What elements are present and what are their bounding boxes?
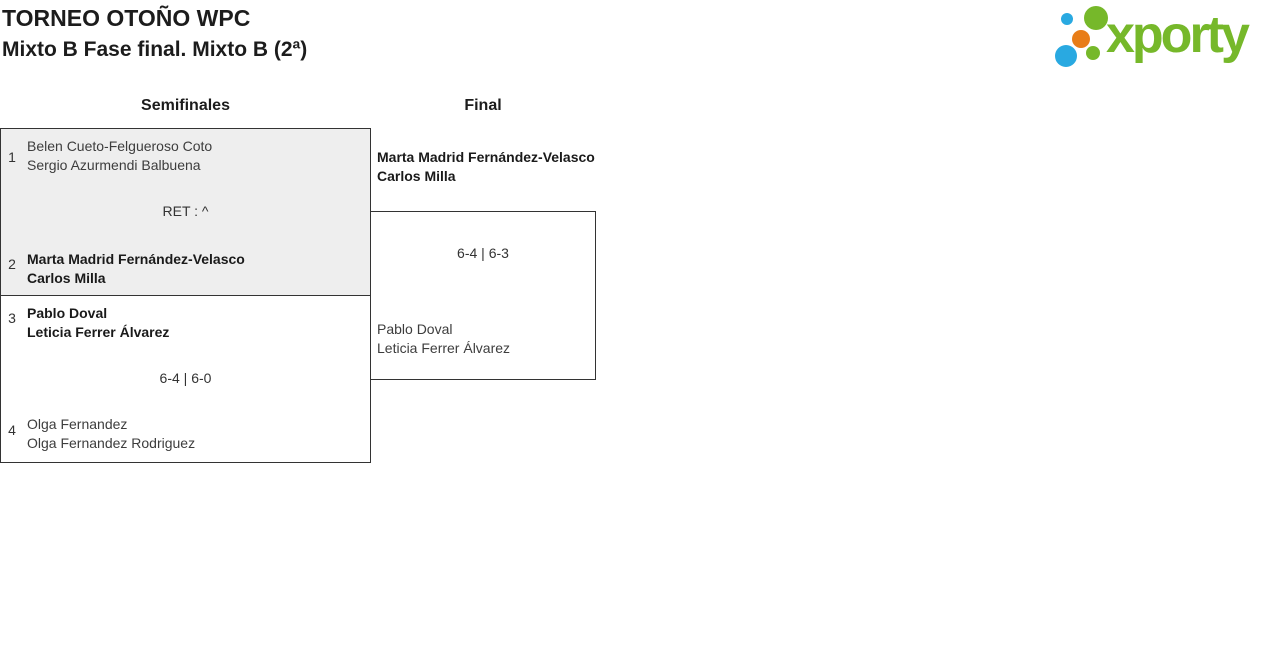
player-name: Leticia Ferrer Álvarez <box>27 324 170 340</box>
round-header-final: Final <box>464 97 502 114</box>
seed-number: 4 <box>8 422 16 438</box>
seed-number: 1 <box>8 149 16 165</box>
match-box-semifinal-1 <box>0 128 371 296</box>
seed-number: 2 <box>8 256 16 272</box>
team-sf2-bottom: Olga Fernandez Olga Fernandez Rodriguez <box>27 415 195 453</box>
page-subtitle: Mixto B Fase final. Mixto B (2ª) <box>2 38 308 61</box>
team-sf1-top: Belen Cueto-Felgueroso Coto Sergio Azurm… <box>27 137 212 175</box>
team-sf1-bottom-winner: Marta Madrid Fernández-Velasco Carlos Mi… <box>27 250 245 288</box>
match-score-semifinal-2: 6-4 | 6-0 <box>159 370 212 386</box>
match-score-semifinal-1: RET : ^ <box>162 203 209 219</box>
logo-dot-green-small-icon <box>1086 46 1100 60</box>
player-name: Marta Madrid Fernández-Velasco <box>377 149 595 165</box>
player-name: Leticia Ferrer Álvarez <box>377 340 511 356</box>
logo-wordmark: xporty <box>1106 6 1250 64</box>
match-box-semifinal-2 <box>0 295 371 463</box>
team-sf2-top-winner: Pablo Doval Leticia Ferrer Álvarez <box>27 304 169 342</box>
player-name: Olga Fernandez <box>27 416 128 432</box>
logo-dot-blue-large-icon <box>1055 45 1077 67</box>
round-header-semifinales: Semifinales <box>141 97 230 114</box>
page-title: TORNEO OTOÑO WPC <box>2 5 251 31</box>
player-name: Pablo Doval <box>27 305 108 321</box>
match-box-final <box>370 211 596 380</box>
player-name: Pablo Doval <box>377 321 453 337</box>
player-name: Belen Cueto-Felgueroso Coto <box>27 138 213 154</box>
player-name: Olga Fernandez Rodriguez <box>27 435 196 451</box>
logo-dot-blue-small-icon <box>1061 13 1073 25</box>
player-name: Carlos Milla <box>27 270 106 286</box>
match-score-final: 6-4 | 6-3 <box>457 245 509 261</box>
team-final-top-winner: Marta Madrid Fernández-Velasco Carlos Mi… <box>377 148 597 186</box>
logo-dot-orange-icon <box>1072 30 1090 48</box>
player-name: Marta Madrid Fernández-Velasco <box>27 251 245 267</box>
team-final-bottom: Pablo Doval Leticia Ferrer Álvarez <box>377 320 510 358</box>
player-name: Carlos Milla <box>377 168 456 184</box>
player-name: Sergio Azurmendi Balbuena <box>27 157 201 173</box>
seed-number: 3 <box>8 310 16 326</box>
logo-dot-green-large-icon <box>1084 6 1108 30</box>
